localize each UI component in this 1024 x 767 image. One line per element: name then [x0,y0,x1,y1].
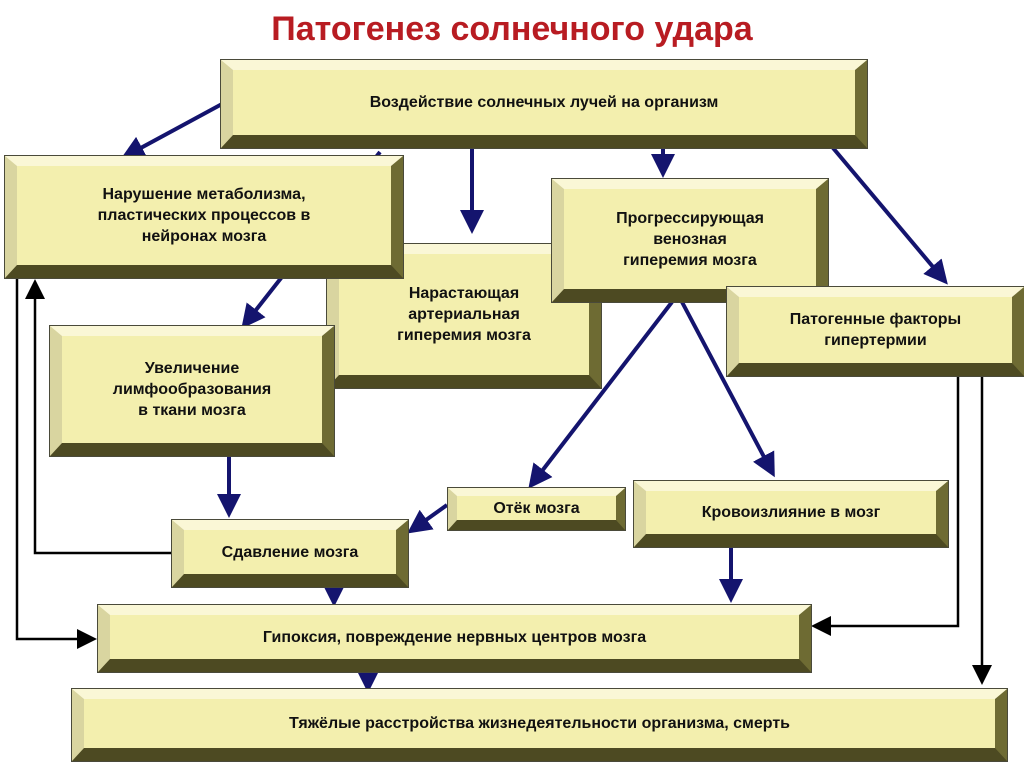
arrow-edema-to-compression [407,503,449,534]
node-brain-hemorrhage-label: Кровоизлияние в мозг [701,504,881,521]
node-death-label: Тяжёлые расстройства жизнедеятельности о… [288,715,791,732]
node-brain-hemorrhage: Кровоизлияние в мозг [634,481,948,547]
node-brain-compression-label: Сдавление мозга [221,543,359,561]
node-lymph-formation: Увеличение лимфообразования в ткани мозг… [50,326,334,456]
node-brain-compression: Сдавление мозга [172,520,408,587]
node-metabolism-disorder: Нарушение метаболизма, пластических проц… [5,156,403,278]
node-venous-hyperemia-label: Прогрессирующая венозная гиперемия мозга [616,209,764,269]
node-hyperthermia-factors-label: Патогенные факторы гипертермии [789,311,962,349]
node-metabolism-disorder-label: Нарушение метаболизма, пластических проц… [97,186,311,245]
node-sun-exposure-label: Воздействие солнечных лучей на организм [369,94,719,111]
arrow-sun-to-metabolism [120,102,223,159]
node-death: Тяжёлые расстройства жизнедеятельности о… [72,689,1007,761]
node-brain-edema: Отёк мозга [448,488,625,530]
page-title: Патогенез солнечного удара [271,10,753,48]
node-lymph-formation-label: Увеличение лимфообразования в ткани мозг… [112,360,272,419]
arrow-sun-to-hyperthermia [826,140,948,285]
node-brain-edema-label: Отёк мозга [493,499,580,517]
node-hyperthermia-factors: Патогенные факторы гипертермии [727,287,1024,376]
node-arterial-hyperemia-label: Нарастающая артериальная гиперемия мозга [397,285,531,344]
node-hypoxia-label: Гипоксия, повреждение нервных центров мо… [262,628,647,646]
node-sun-exposure: Воздействие солнечных лучей на организм [221,60,867,148]
node-hypoxia: Гипоксия, повреждение нервных центров мо… [98,605,811,672]
node-venous-hyperemia: Прогрессирующая венозная гиперемия мозга [552,179,828,302]
